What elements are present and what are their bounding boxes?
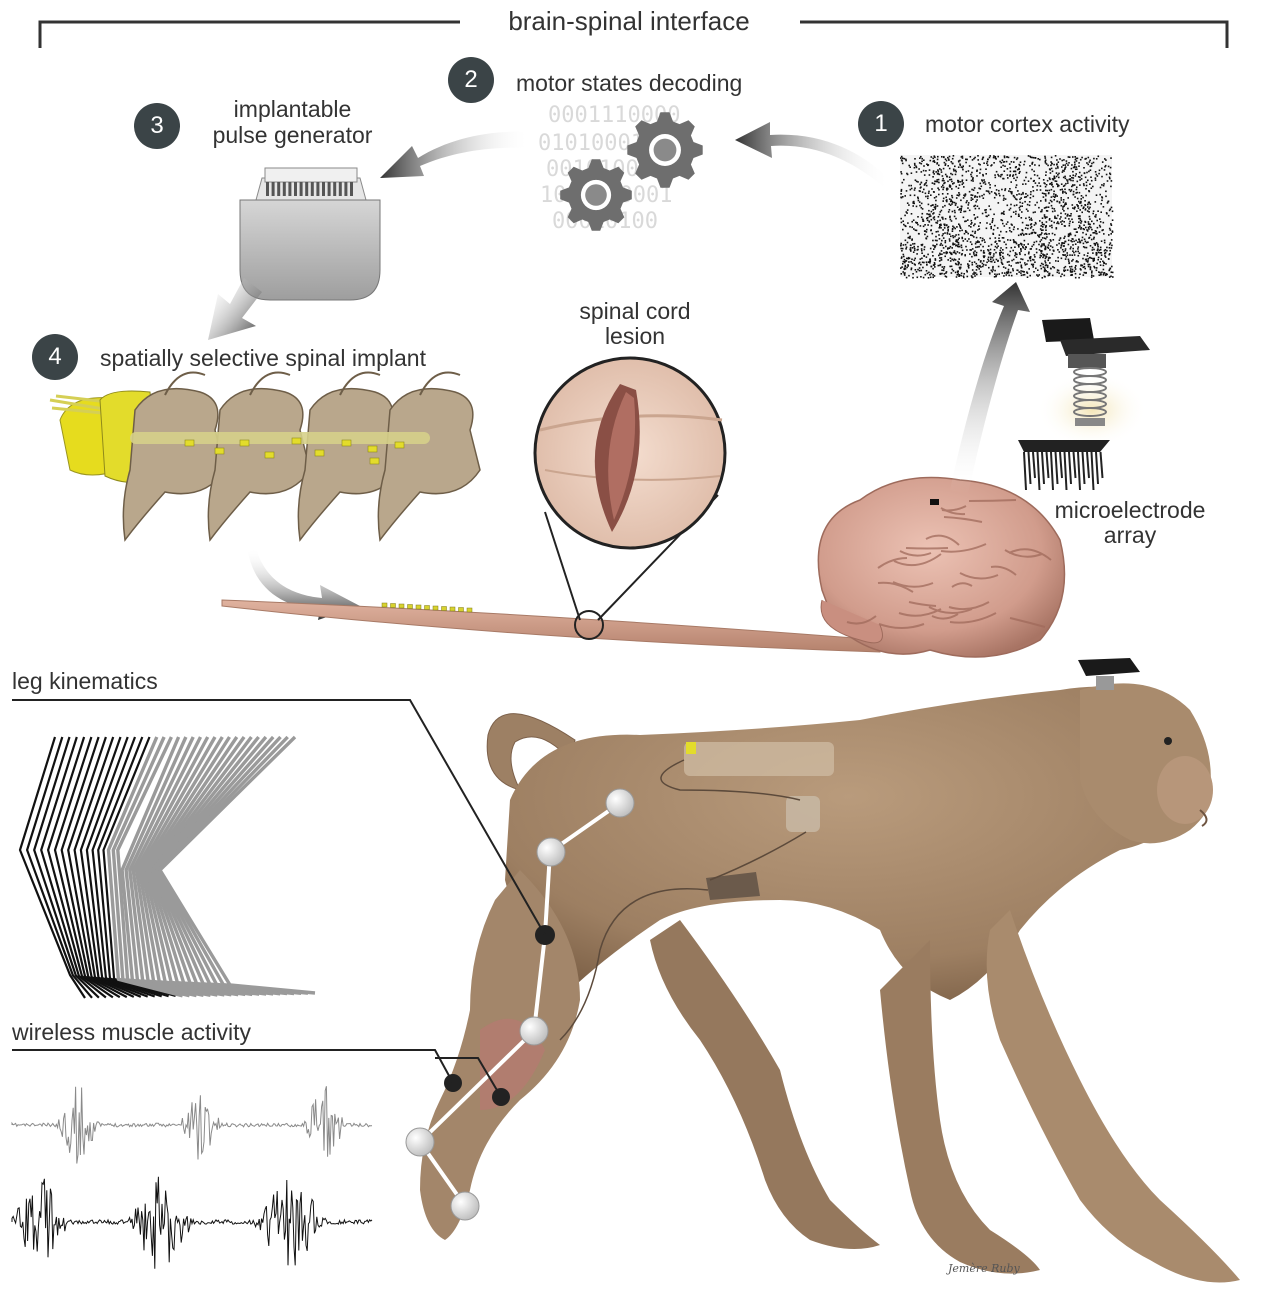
step-label-motor-states-decoding: motor states decoding [516,70,742,96]
microelectrode-array-device [1018,318,1150,490]
spinal-implant-vertebrae [50,373,480,541]
step-badge-3: 3 [134,103,180,149]
gear-icon [627,112,702,187]
arrow-generator-to-implant [208,278,262,340]
diagram-title: brain-spinal interface [470,6,788,36]
emg-trace-bottom [12,1177,372,1269]
brain [818,478,1064,658]
step-badge-1: 1 [858,101,904,147]
gear-icon [560,159,632,231]
step-badge-2: 2 [448,57,494,103]
implantable-pulse-generator [240,168,380,300]
microelectrode-array-label-line2: array [1030,522,1230,548]
step-badge-4: 4 [32,334,78,380]
leg-kinematics-stick-diagram [20,737,315,998]
macaque-monkey [420,658,1240,1283]
spinal-cord-lesion-label-line1: spinal cord [560,298,710,324]
spinal-cord-lesion-label-line2: lesion [560,323,710,349]
arrow-decoder-to-generator [380,132,530,178]
step-label-implantable: implantable [205,96,380,122]
emg-trace-top [12,1086,372,1163]
emg-traces [12,1086,372,1269]
microelectrode-array-label-line1: microelectrode [1030,497,1230,523]
emg-connector [12,1050,453,1083]
leg-kinematics-label: leg kinematics [12,668,158,694]
arrow-brain-to-cortex-activity [950,282,1030,494]
step-label-pulse-generator: pulse generator [205,122,380,148]
wireless-muscle-activity-label: wireless muscle activity [12,1019,251,1045]
step-label-motor-cortex-activity: motor cortex activity [925,111,1130,137]
artist-signature: Jemère Ruby [948,1262,1020,1275]
spinal-cord-lesion-zoom [535,358,725,639]
step-label-spatially-selective-spinal-implant: spatially selective spinal implant [100,345,426,371]
spinal-cord [222,600,880,652]
